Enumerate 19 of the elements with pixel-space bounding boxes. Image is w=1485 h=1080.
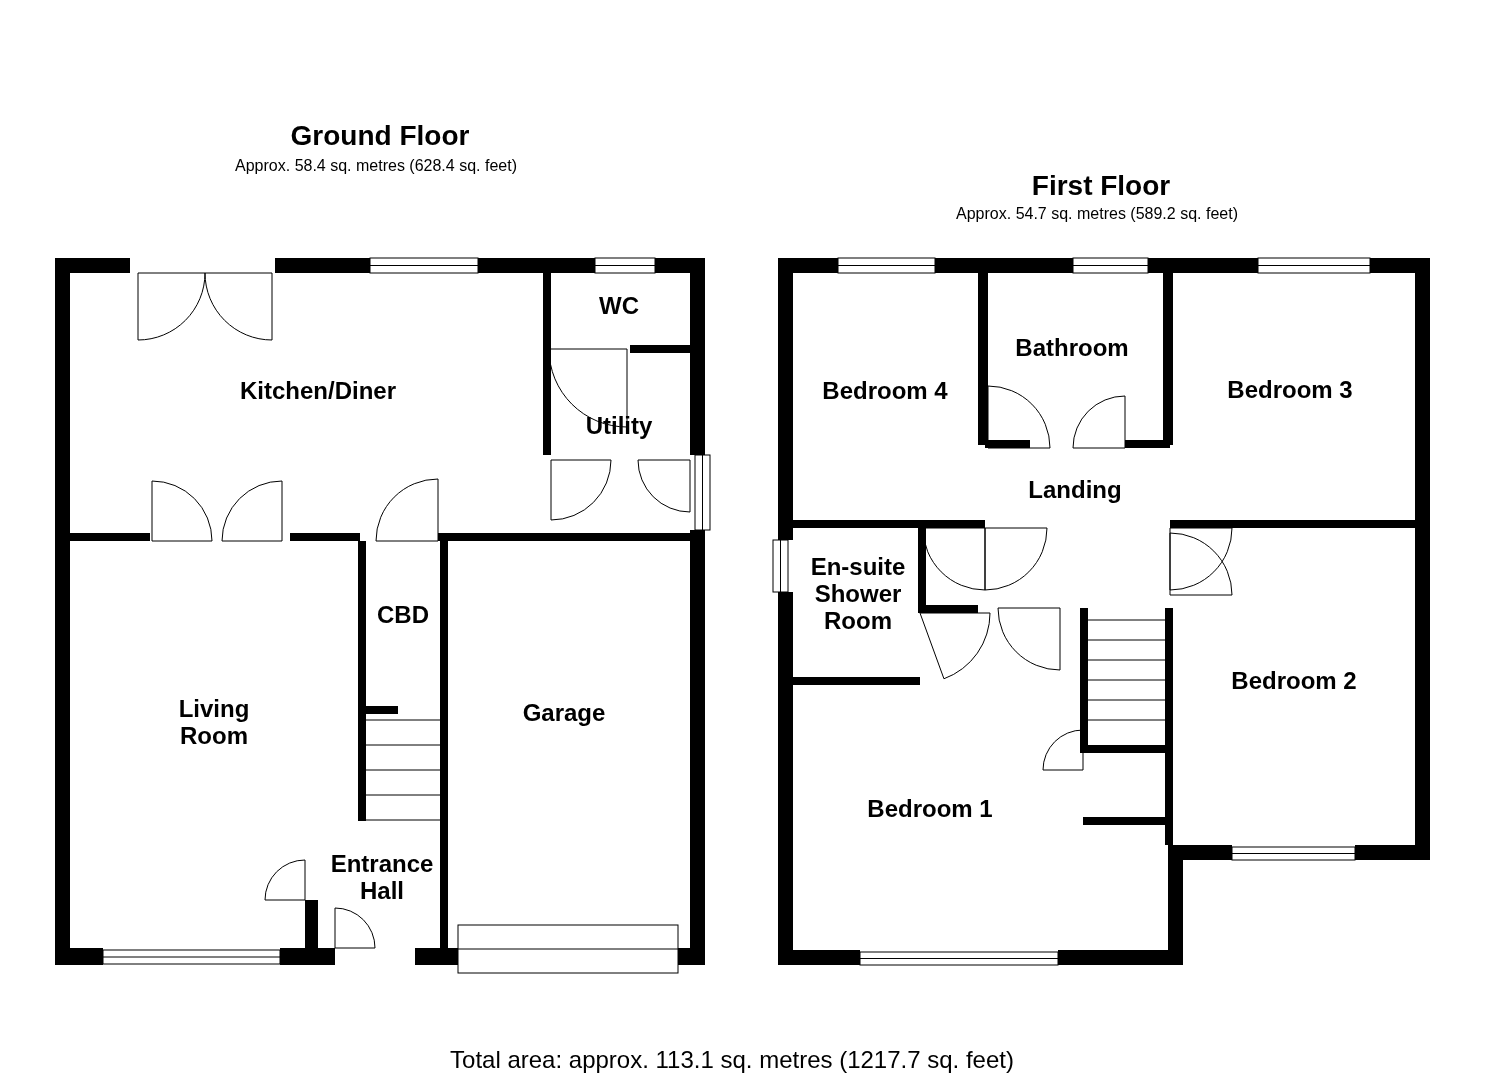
room-label: Bedroom 4 [822, 376, 948, 404]
room-label: Kitchen/Diner [240, 376, 396, 404]
room-label: Living Room [164, 695, 264, 749]
room-label: WC [599, 291, 639, 319]
room-label: En-suite Shower Room [803, 552, 913, 634]
room-label: Utility [585, 411, 653, 439]
floor-title: Ground Floor [290, 120, 470, 152]
room-label: Bathroom [1015, 333, 1129, 361]
room-label: Bedroom 3 [1227, 375, 1353, 403]
floor-title: First Floor [1031, 170, 1171, 202]
room-label: Garage [522, 698, 606, 726]
room-label: CBD [377, 600, 429, 628]
room-label: Bedroom 1 [867, 794, 993, 822]
room-label: Landing [1028, 475, 1122, 503]
floor-area-note: Approx. 54.7 sq. metres (589.2 sq. feet) [956, 205, 1238, 223]
room-label: Entrance Hall [317, 850, 447, 904]
room-label: Bedroom 2 [1231, 666, 1357, 694]
floor-area-note: Approx. 58.4 sq. metres (628.4 sq. feet) [235, 157, 517, 175]
total-area-caption: Total area: approx. 113.1 sq. metres (1217.7 sq. feet) [450, 1046, 1014, 1074]
